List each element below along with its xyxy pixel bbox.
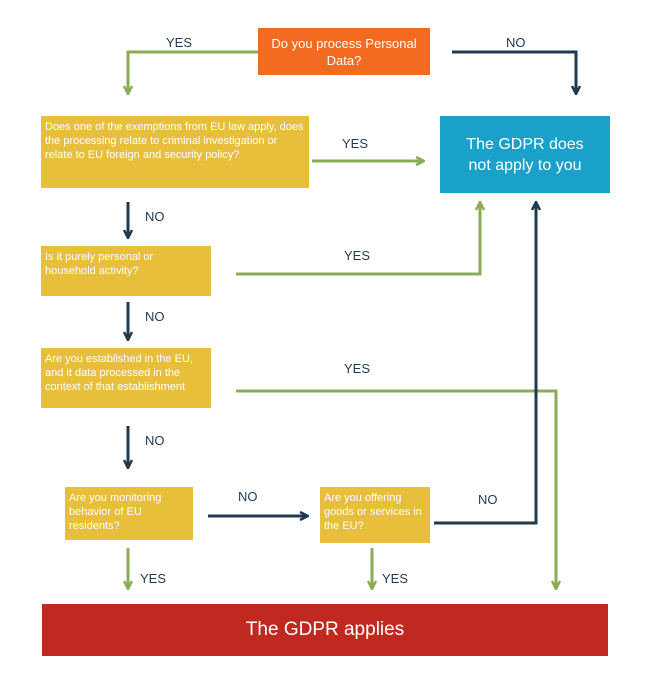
question-exemptions-text: Does one of the exemptions from EU law a…: [45, 121, 304, 161]
result-applies-text: The GDPR applies: [245, 619, 405, 640]
question-personal: Is it purely personal or household activ…: [41, 246, 211, 296]
label-no-monitoring: NO: [238, 489, 258, 504]
label-no-personal: NO: [145, 309, 165, 324]
label-yes-personal: YES: [344, 248, 371, 263]
question-monitoring-text: Are you monitoring behavior of EU reside…: [69, 492, 162, 532]
arrow-start-yes: [128, 50, 258, 94]
question-offering-text: Are you offering goods or services in th…: [324, 492, 422, 532]
arrow-established-yes: [236, 389, 556, 589]
question-monitoring: Are you monitoring behavior of EU reside…: [65, 487, 193, 540]
label-yes-start: YES: [166, 35, 193, 50]
question-established: Are you established in the EU, and it da…: [41, 348, 211, 408]
arrow-start-no: [452, 50, 576, 94]
result-applies: The GDPR applies: [42, 604, 608, 656]
result-not-apply: The GDPR does not apply to you: [440, 116, 610, 193]
label-yes-exemptions: YES: [342, 136, 369, 151]
label-no-established: NO: [145, 433, 165, 448]
label-no-exemptions: NO: [145, 209, 165, 224]
question-exemptions: Does one of the exemptions from EU law a…: [41, 116, 309, 188]
start-text: Do you process Personal Data?: [271, 35, 417, 68]
label-no-start: NO: [506, 35, 526, 50]
question-established-text: Are you established in the EU, and it da…: [45, 353, 193, 393]
label-yes-offering: YES: [382, 571, 409, 586]
question-offering: Are you offering goods or services in th…: [320, 487, 430, 543]
result-not-apply-text: The GDPR does not apply to you: [466, 135, 584, 174]
label-no-offering: NO: [478, 492, 498, 507]
label-yes-monitoring: YES: [140, 571, 167, 586]
arrow-offering-no: [434, 202, 536, 525]
question-personal-text: Is it purely personal or household activ…: [45, 251, 154, 277]
start-node: Do you process Personal Data?: [258, 28, 430, 75]
arrow-personal-yes: [236, 202, 480, 276]
label-yes-established: YES: [344, 361, 371, 376]
